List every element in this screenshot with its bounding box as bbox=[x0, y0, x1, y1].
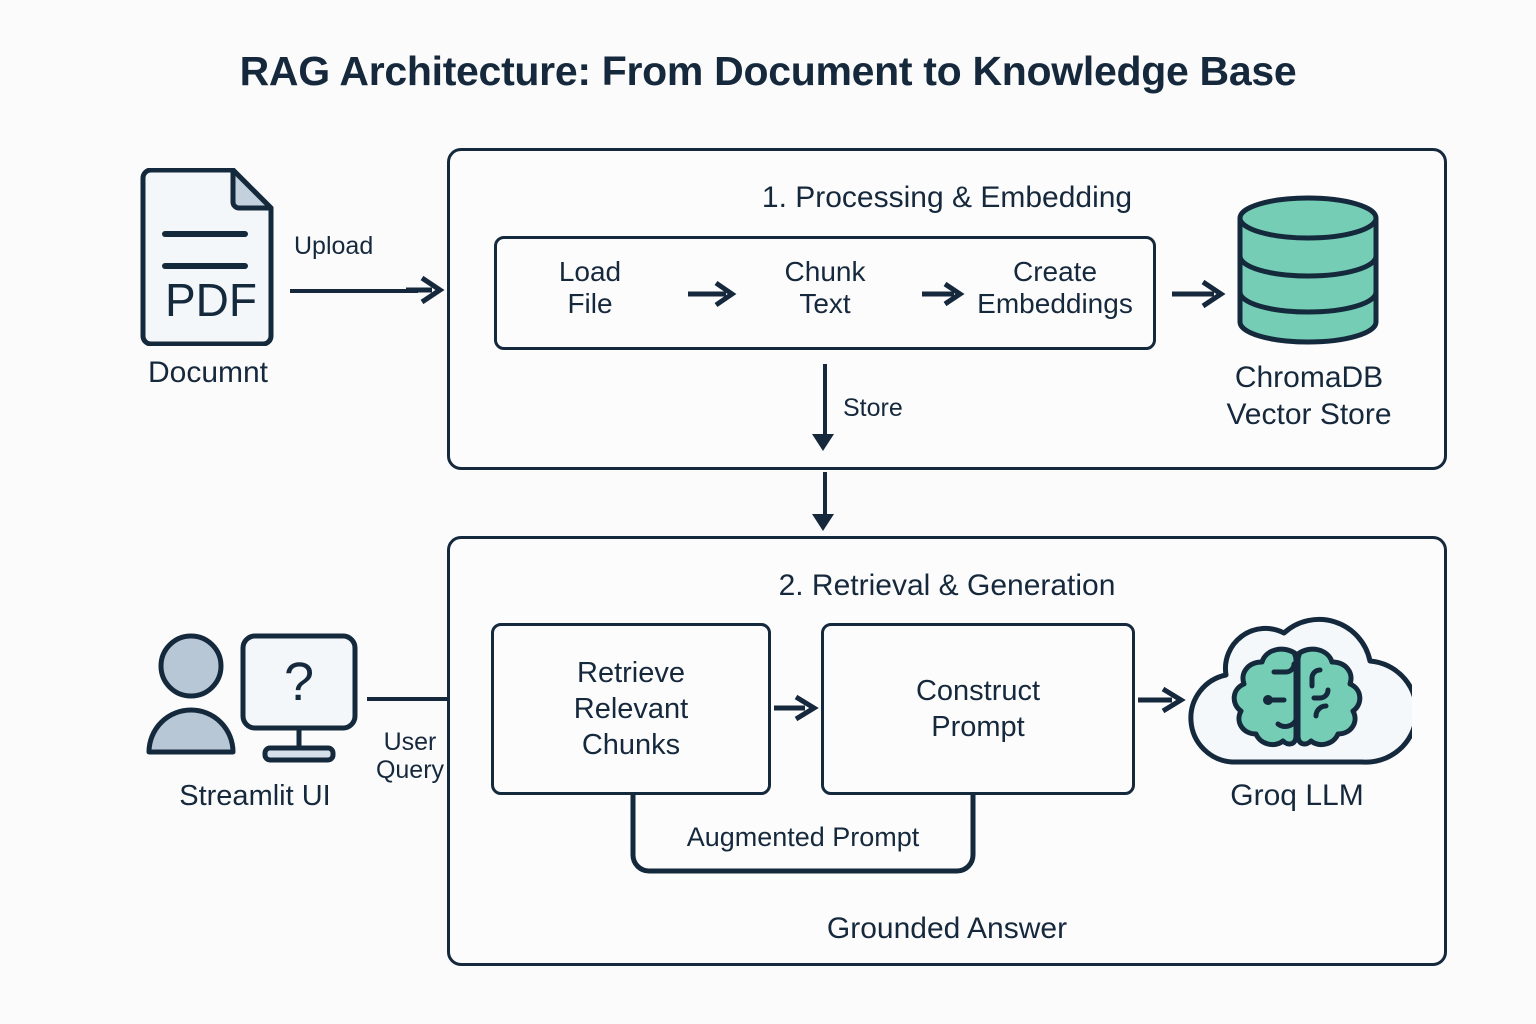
pipeline-step-chunk-text[interactable]: Chunk Text bbox=[784, 256, 866, 319]
user-monitor-icon: ? bbox=[143, 630, 363, 770]
vector-store-label: ChromaDB Vector Store bbox=[1226, 361, 1392, 431]
user-query-edge-label: User Query bbox=[375, 728, 445, 784]
arrow-pipeline-to-vectorstore-icon bbox=[1170, 277, 1230, 311]
stage-connector-line bbox=[823, 472, 827, 516]
streamlit-ui-label: Streamlit UI bbox=[179, 780, 331, 812]
retrieve-relevant-chunks-box[interactable]: Retrieve Relevant Chunks bbox=[491, 623, 771, 795]
arrow-load-to-chunk-icon bbox=[686, 279, 738, 309]
upload-edge-line bbox=[290, 289, 418, 293]
augmented-prompt-bracket bbox=[630, 793, 976, 876]
store-edge-label: Store bbox=[843, 394, 903, 422]
svg-text:PDF: PDF bbox=[165, 274, 257, 326]
svg-text:?: ? bbox=[284, 652, 314, 712]
stage-connector-arrow-head-icon bbox=[812, 514, 834, 531]
store-edge-line bbox=[823, 364, 827, 436]
stage-2-heading: 2. Retrieval & Generation bbox=[778, 569, 1116, 602]
grounded-answer-label: Grounded Answer bbox=[826, 912, 1068, 945]
llm-label: Groq LLM bbox=[1230, 779, 1364, 812]
stage-1-heading: 1. Processing & Embedding bbox=[761, 181, 1133, 214]
source-document-label: Documnt bbox=[147, 356, 269, 389]
upload-arrow-head-icon bbox=[404, 274, 448, 306]
arrow-construct-to-llm-icon bbox=[1136, 683, 1190, 717]
pdf-document-icon: PDF bbox=[137, 167, 277, 347]
augmented-prompt-label: Augmented Prompt bbox=[686, 822, 920, 852]
upload-edge-label: Upload bbox=[294, 232, 374, 260]
pipeline-step-create-embeddings[interactable]: Create Embeddings bbox=[977, 256, 1133, 319]
construct-prompt-box[interactable]: Construct Prompt bbox=[821, 623, 1135, 795]
arrow-retrieve-to-construct-icon bbox=[772, 692, 822, 724]
page-title: RAG Architecture: From Document to Knowl… bbox=[239, 48, 1297, 94]
store-arrow-head-icon bbox=[812, 434, 834, 451]
pipeline-box bbox=[494, 236, 1156, 350]
database-cylinder-icon bbox=[1228, 194, 1388, 346]
pipeline-step-load-file[interactable]: Load File bbox=[558, 256, 622, 319]
user-query-edge-line bbox=[367, 697, 450, 701]
cloud-brain-icon bbox=[1182, 612, 1420, 774]
arrow-chunk-to-embeddings-icon bbox=[920, 279, 966, 309]
